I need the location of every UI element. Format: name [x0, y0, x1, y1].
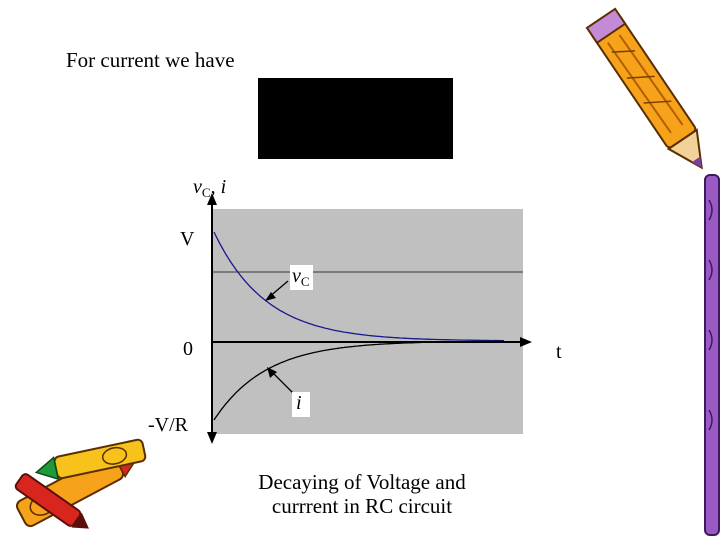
i-curve-label: i: [292, 392, 310, 417]
i-pointer-arrow: [267, 367, 277, 378]
plot-background: [212, 209, 523, 434]
label-neg-V-over-R: -V/R: [148, 414, 188, 436]
label-t: t: [556, 341, 562, 363]
vc-curve: [213, 231, 504, 342]
y-axis-arrow-top: [207, 193, 217, 205]
slide-caption: Decaying of Voltage and currrent in RC c…: [212, 470, 512, 518]
vc-pointer-arrow: [265, 292, 276, 301]
i-curve: [213, 340, 504, 421]
caption-line-2: currrent in RC circuit: [271, 494, 453, 518]
i-pointer-line: [270, 370, 295, 395]
label-V: V: [180, 228, 195, 250]
slide-heading: For current we have: [66, 48, 235, 72]
time-axis-arrow: [520, 337, 532, 347]
y-axis-arrow-bottom: [207, 432, 217, 444]
equation-placeholder: [258, 78, 453, 159]
label-zero: 0: [183, 338, 193, 360]
vc-curve-label: vC: [290, 265, 313, 290]
y-axis-label: vC, i: [193, 176, 227, 200]
caption-line-1: Decaying of Voltage and: [258, 470, 466, 494]
